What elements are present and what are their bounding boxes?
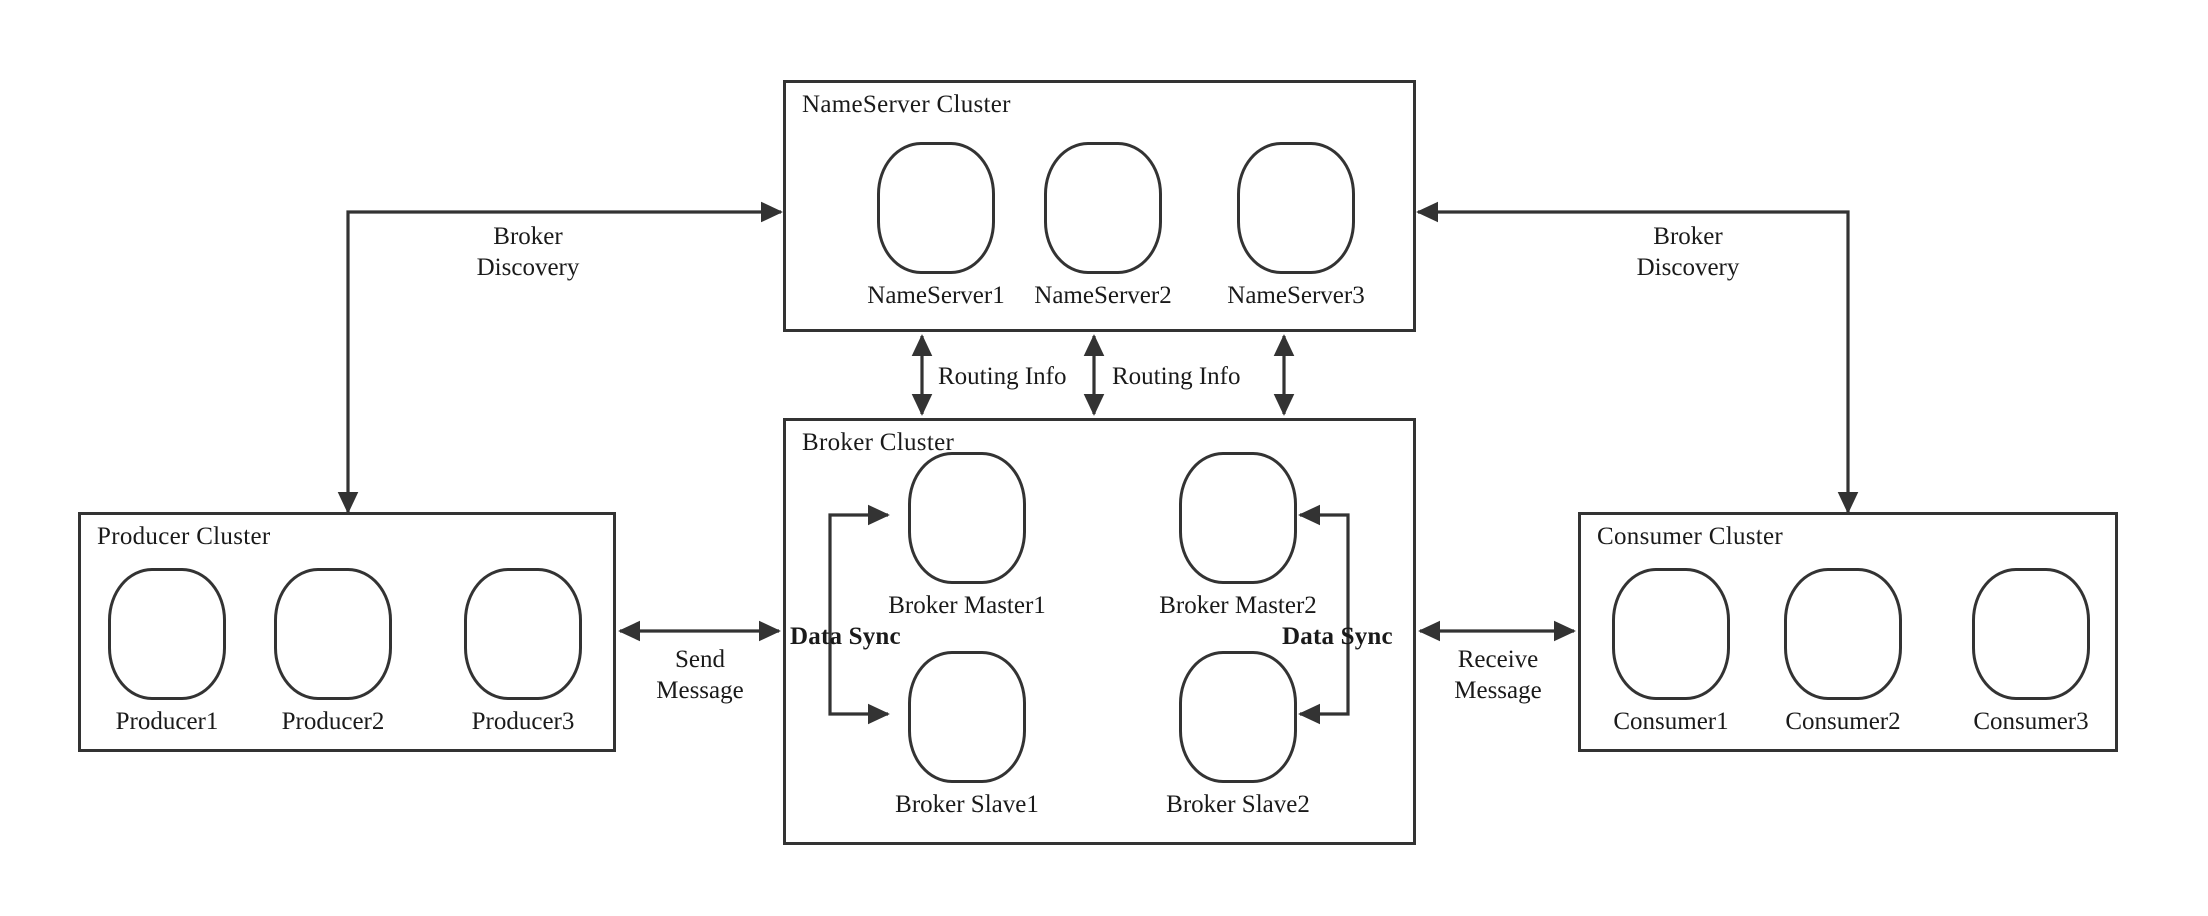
edge-label-line2: Discovery bbox=[1636, 253, 1740, 281]
cluster-nameserver[interactable]: NameServer Cluster NameServer1 NameServe… bbox=[783, 80, 1416, 332]
node-label: NameServer2 bbox=[1034, 282, 1172, 309]
edge-label-routing-info-2: Routing Info bbox=[1112, 363, 1241, 390]
cluster-title-consumer: Consumer Cluster bbox=[1597, 523, 1784, 550]
node-label: Broker Master2 bbox=[1159, 592, 1317, 619]
node-label: Producer1 bbox=[115, 708, 219, 735]
node-shape bbox=[908, 651, 1026, 783]
node-shape bbox=[464, 568, 582, 700]
edge-label-broker-discovery-right: Broker Discovery bbox=[1578, 222, 1798, 283]
edge-label-line1: Send bbox=[675, 646, 725, 673]
node-label: Producer3 bbox=[471, 708, 575, 735]
node-label: Producer2 bbox=[281, 708, 385, 735]
edge-label-send-message: Send Message bbox=[600, 645, 800, 706]
cluster-producer[interactable]: Producer Cluster Producer1 Producer2 Pro… bbox=[78, 512, 616, 752]
cluster-title-nameserver: NameServer Cluster bbox=[802, 91, 1011, 118]
node-shape bbox=[1044, 142, 1162, 274]
edge-label-receive-message: Receive Message bbox=[1398, 645, 1598, 706]
node-shape bbox=[108, 568, 226, 700]
node-label: Consumer1 bbox=[1613, 708, 1729, 735]
edge-label-broker-discovery-left: Broker Discovery bbox=[418, 222, 638, 283]
cluster-broker[interactable]: Broker Cluster Broker Master1 Broker Mas… bbox=[783, 418, 1416, 845]
edge-label-data-sync-right: Data Sync bbox=[1282, 623, 1393, 650]
node-label: Broker Master1 bbox=[888, 592, 1046, 619]
node-shape bbox=[1612, 568, 1730, 700]
edge-label-line1: Broker bbox=[1653, 223, 1723, 250]
node-shape bbox=[877, 142, 995, 274]
node-label: Consumer3 bbox=[1973, 708, 2089, 735]
edge-label-line1: Broker bbox=[493, 223, 563, 250]
cluster-consumer[interactable]: Consumer Cluster Consumer1 Consumer2 Con… bbox=[1578, 512, 2118, 752]
node-label: NameServer3 bbox=[1227, 282, 1365, 309]
edge-label-line2: Discovery bbox=[476, 253, 580, 281]
node-shape bbox=[274, 568, 392, 700]
edge-label-data-sync-left: Data Sync bbox=[790, 623, 901, 650]
node-label: NameServer1 bbox=[867, 282, 1005, 309]
cluster-title-producer: Producer Cluster bbox=[97, 523, 271, 550]
edge-label-line2: Message bbox=[656, 676, 744, 704]
node-shape bbox=[1179, 452, 1297, 584]
node-label: Broker Slave1 bbox=[895, 791, 1039, 818]
node-shape bbox=[1179, 651, 1297, 783]
edge-label-line2: Message bbox=[1454, 676, 1542, 704]
node-shape bbox=[1237, 142, 1355, 274]
node-shape bbox=[1784, 568, 1902, 700]
cluster-title-broker: Broker Cluster bbox=[802, 429, 955, 456]
node-label: Consumer2 bbox=[1785, 708, 1901, 735]
node-label: Broker Slave2 bbox=[1166, 791, 1310, 818]
node-shape bbox=[908, 452, 1026, 584]
edge-label-line1: Receive bbox=[1457, 646, 1539, 673]
edge-label-routing-info-1: Routing Info bbox=[938, 363, 1067, 390]
node-shape bbox=[1972, 568, 2090, 700]
